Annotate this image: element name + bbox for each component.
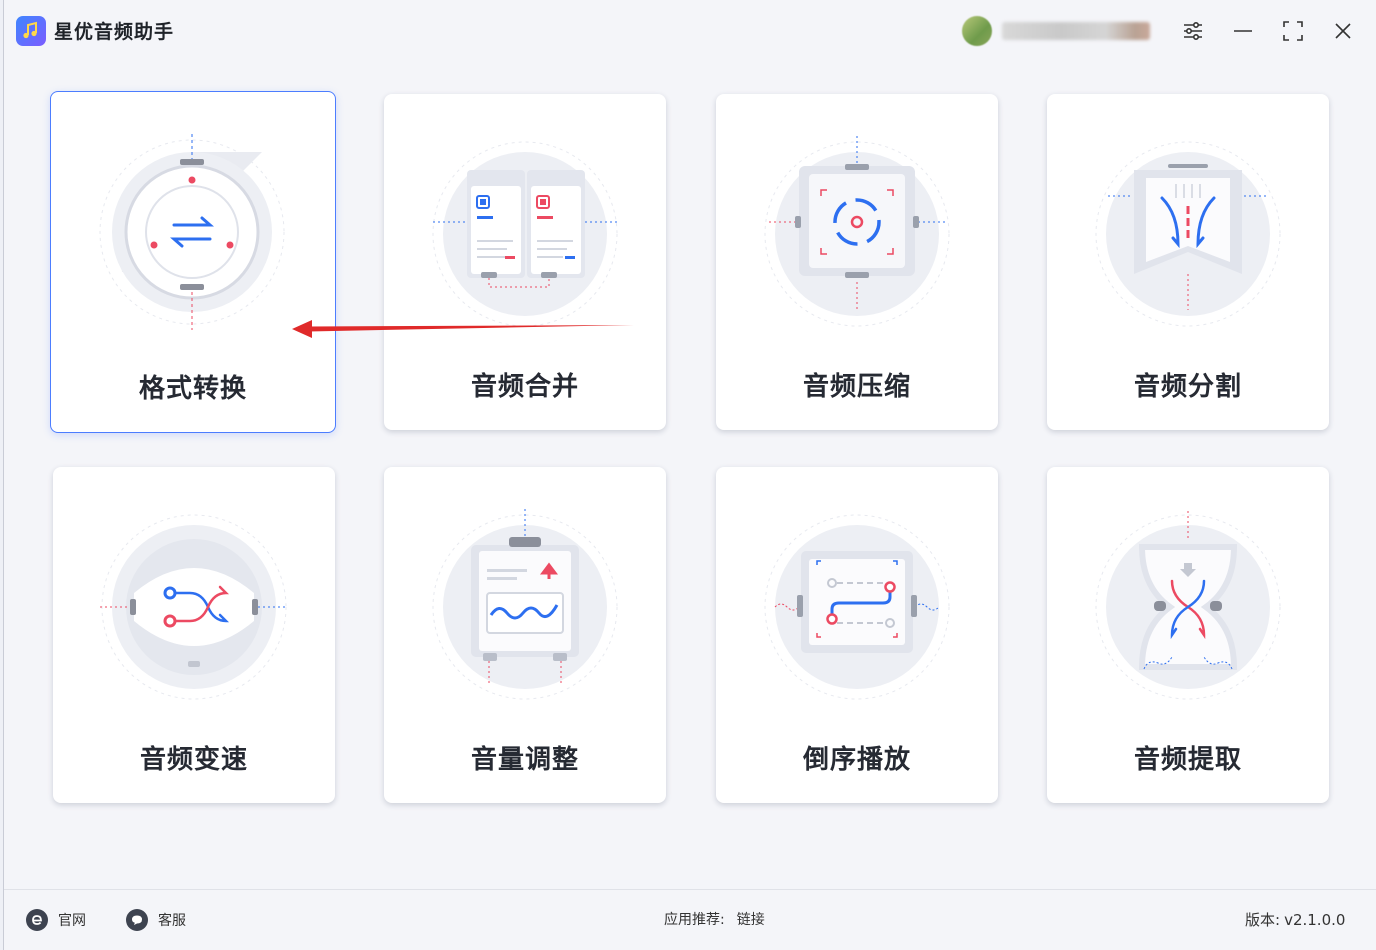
card-audio-extract[interactable]: 音频提取	[1047, 467, 1329, 803]
username-blurred	[1002, 22, 1150, 40]
audio-compress-icon	[764, 136, 950, 327]
title-bar: 星优音频助手	[4, 0, 1376, 62]
website-link[interactable]: 官网	[26, 909, 86, 931]
card-label: 格式转换	[138, 374, 247, 404]
service-link[interactable]: 客服	[126, 909, 186, 931]
footer: 官网 客服 应用推荐: 链接 版本: v2.1.0.0	[4, 889, 1376, 950]
format-convert-icon	[99, 134, 285, 330]
card-label: 音频合并	[470, 372, 579, 402]
website-label: 官网	[58, 913, 86, 929]
reverse-play-icon	[764, 514, 950, 700]
minimize-button[interactable]	[1226, 14, 1260, 48]
service-label: 客服	[158, 913, 186, 929]
recommend-label: 应用推荐:	[664, 912, 725, 928]
audio-split-icon	[1095, 141, 1281, 327]
user-account[interactable]	[962, 15, 1158, 47]
maximize-button[interactable]	[1276, 14, 1310, 48]
recommend-link[interactable]: 链接	[736, 912, 765, 928]
close-button[interactable]	[1326, 14, 1360, 48]
card-audio-speed[interactable]: 音频变速	[53, 467, 335, 803]
version-label: 版本:	[1245, 911, 1281, 929]
version-value: v2.1.0.0	[1284, 910, 1346, 929]
audio-merge-icon	[432, 141, 618, 327]
version-info: 版本: v2.1.0.0	[1245, 909, 1345, 930]
app-title: 星优音频助手	[54, 21, 175, 43]
audio-speed-icon	[100, 514, 288, 700]
card-label: 音量调整	[470, 745, 579, 775]
feature-grid: 格式转换	[4, 0, 1376, 950]
volume-adjust-icon	[432, 509, 618, 700]
app-window: 星优音频助手	[3, 0, 1376, 950]
card-audio-split[interactable]: 音频分割	[1047, 94, 1329, 430]
card-volume-adjust[interactable]: 音量调整	[384, 467, 666, 803]
card-label: 音频分割	[1133, 372, 1242, 402]
card-audio-compress[interactable]: 音频压缩	[716, 94, 998, 430]
avatar[interactable]	[962, 16, 992, 46]
card-label: 音频提取	[1133, 745, 1242, 775]
close-icon	[1335, 23, 1351, 39]
settings-sliders-icon	[1184, 21, 1202, 41]
app-logo-icon	[16, 16, 46, 46]
card-format-convert[interactable]: 格式转换	[50, 91, 336, 433]
minimize-icon	[1234, 30, 1252, 32]
card-reverse-play[interactable]: 倒序播放	[716, 467, 998, 803]
card-audio-merge[interactable]: 音频合并	[384, 94, 666, 430]
app-recommend: 应用推荐: 链接	[664, 909, 765, 929]
card-label: 倒序播放	[802, 745, 911, 775]
card-label: 音频变速	[139, 745, 248, 775]
browser-e-icon	[26, 909, 48, 931]
chat-bubble-icon	[126, 909, 148, 931]
audio-extract-icon	[1095, 511, 1281, 700]
settings-button[interactable]	[1176, 14, 1210, 48]
maximize-icon	[1283, 21, 1303, 41]
card-label: 音频压缩	[802, 372, 911, 402]
